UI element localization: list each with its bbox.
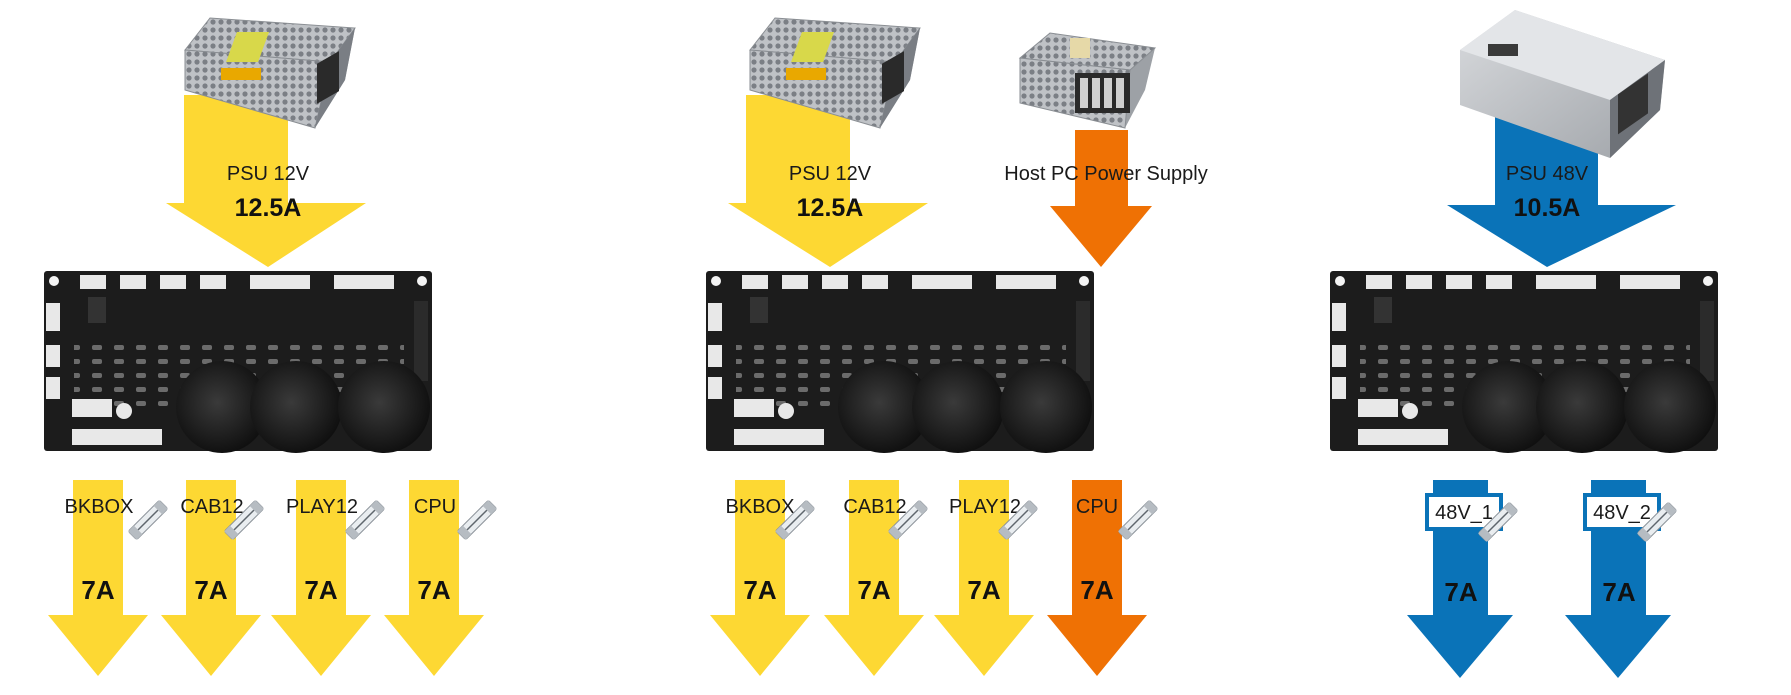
psu-current: 12.5A — [235, 194, 302, 222]
psu-icon — [1460, 10, 1665, 158]
fuse-icon — [1117, 499, 1159, 541]
fuse-icon — [127, 499, 169, 541]
output-arrow — [48, 480, 148, 676]
host-pc-arrow — [1050, 130, 1152, 267]
output-current: 7A — [743, 575, 776, 605]
psu-current: 10.5A — [1514, 194, 1581, 222]
psu-current: 12.5A — [797, 194, 864, 222]
fuse-label: PLAY12 — [949, 496, 1021, 518]
output-current: 7A — [857, 575, 890, 605]
output-current: 7A — [417, 575, 450, 605]
fuse-label: PLAY12 — [286, 496, 358, 518]
fuse-label: CPU — [414, 496, 456, 518]
diagram-1: PSU 12V 12.5A BKBOX CAB12 PLAY12 CPU 7A … — [44, 17, 498, 676]
main-arrow-48v — [1447, 100, 1676, 267]
output-arrow — [271, 480, 371, 676]
psu-label: PSU 12V — [227, 163, 310, 185]
fuse-label: BKBOX — [65, 496, 134, 518]
diagram-3: PSU 48V 10.5A 48V_1 48V_2 7A 7A — [1330, 10, 1718, 678]
main-arrow-12v-middle — [728, 95, 928, 267]
pcb-board-icon — [1330, 271, 1718, 453]
output-current: 7A — [1602, 577, 1635, 607]
fuse-label: BKBOX — [726, 496, 795, 518]
output-current: 7A — [304, 575, 337, 605]
psu-label: PSU 12V — [789, 163, 872, 185]
fuse-label: 48V_1 — [1435, 502, 1493, 524]
pcb-board-icon — [44, 271, 432, 453]
output-current: 7A — [967, 575, 1000, 605]
output-current: 7A — [1444, 577, 1477, 607]
main-arrow-12v-left — [166, 95, 366, 267]
host-psu-icon — [1019, 32, 1156, 129]
host-psu-label: Host PC Power Supply — [1004, 163, 1207, 185]
fuse-label: CPU — [1076, 496, 1118, 518]
fuse-icon — [456, 499, 498, 541]
output-current: 7A — [194, 575, 227, 605]
fuse-label: CAB12 — [843, 496, 906, 518]
diagram-2: PSU 12V 12.5A Host PC Power Supply BKBOX… — [706, 17, 1208, 676]
output-current: 7A — [81, 575, 114, 605]
output-current: 7A — [1080, 575, 1113, 605]
pcb-board-icon — [706, 271, 1094, 453]
fuse-label: 48V_2 — [1593, 502, 1651, 524]
psu-label: PSU 48V — [1506, 163, 1589, 185]
fuse-label: CAB12 — [180, 496, 243, 518]
